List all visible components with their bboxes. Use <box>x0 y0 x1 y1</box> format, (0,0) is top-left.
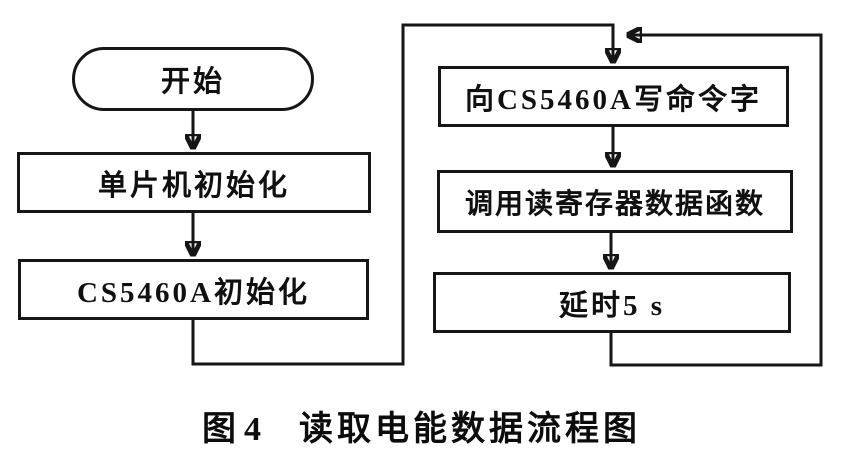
node-delay-5s-label: 延时5 s <box>558 289 666 322</box>
node-start-label: 开始 <box>160 66 225 98</box>
node-write-command-label: 向CS5460A写命令字 <box>464 83 762 116</box>
node-cs5460a-init: CS5460A初始化 <box>18 259 369 320</box>
node-mcu-init: 单片机初始化 <box>17 152 371 213</box>
node-read-register-label: 调用读寄存器数据函数 <box>464 188 765 220</box>
node-mcu-init-label: 单片机初始化 <box>97 169 290 202</box>
figure-caption: 图4 读取电能数据流程图 <box>0 401 843 450</box>
node-cs5460a-init-label: CS5460A初始化 <box>76 276 310 309</box>
edge-cs5460a-to-write-cmd <box>191 23 613 366</box>
figure-number: 图4 <box>202 411 269 448</box>
node-write-command: 向CS5460A写命令字 <box>438 66 789 127</box>
figure-title: 读取电能数据流程图 <box>299 411 641 448</box>
node-start: 开始 <box>72 47 314 111</box>
node-read-register: 调用读寄存器数据函数 <box>437 170 793 233</box>
node-delay-5s: 延时5 s <box>433 272 791 333</box>
edge-delay-loop-to-write-cmd <box>609 35 823 367</box>
